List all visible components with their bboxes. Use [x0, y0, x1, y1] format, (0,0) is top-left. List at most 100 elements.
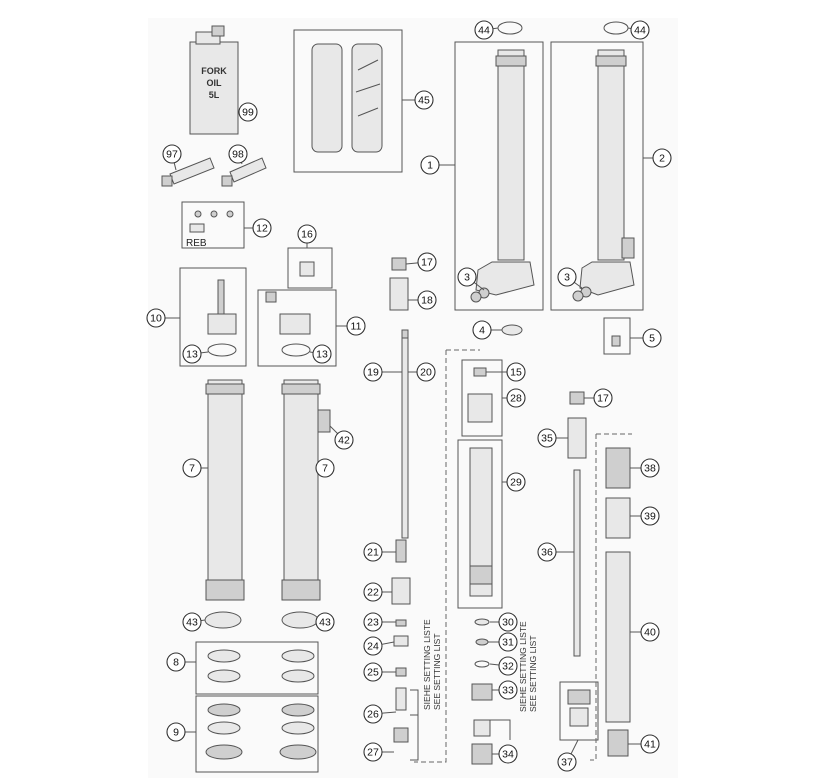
callout-number: 34: [502, 749, 514, 761]
callout-5: 5: [642, 328, 662, 348]
callout-1: 1: [420, 155, 440, 175]
callout-number: 8: [173, 657, 179, 669]
cap-assembly-right-box: [257, 289, 337, 367]
callout-circle: [498, 632, 518, 652]
sticker-kit-box: [293, 29, 403, 173]
callout-circle: [640, 506, 660, 526]
callout-42: 42: [334, 430, 354, 450]
callout-circle: [312, 344, 332, 364]
callout-circle: [182, 612, 202, 632]
callout-circle: [315, 458, 335, 478]
outer-tube-right-box: [550, 41, 644, 311]
piston-kit-37: [567, 689, 591, 727]
callout-number: 27: [367, 747, 379, 759]
callout-circle: [315, 612, 335, 632]
svg-text:SIEHE SETTING LISTE: SIEHE SETTING LISTE: [518, 621, 528, 712]
callout-number: 24: [367, 641, 379, 653]
callout-8: 8: [166, 652, 186, 672]
can-text-line-3: 5L: [209, 90, 220, 100]
callout-circle: [506, 472, 526, 492]
callout-circle: [537, 428, 557, 448]
callout-39: 39: [640, 506, 660, 526]
callout-number: 17: [597, 393, 609, 405]
callout-circle: [252, 218, 272, 238]
cap-assembly-left: [207, 279, 237, 357]
callout-10: 10: [146, 308, 166, 328]
callout-number: 99: [242, 107, 254, 119]
bracket-26-27: [410, 689, 419, 761]
callout-number: 35: [541, 433, 553, 445]
callout-circle: [238, 102, 258, 122]
bushing-kit-8: [207, 649, 315, 683]
callout-number: 28: [510, 393, 522, 405]
setting-note-right: SIEHE SETTING LISTE SEE SETTING LIST: [518, 621, 538, 712]
callout-30: 30: [498, 612, 518, 632]
callout-number: 29: [510, 477, 522, 489]
callout-number: 31: [502, 637, 514, 649]
callout-number: 23: [367, 617, 379, 629]
callout-28: 28: [506, 388, 526, 408]
callout-29: 29: [506, 472, 526, 492]
callout-4: 4: [472, 320, 492, 340]
protector-43-left: [204, 611, 242, 629]
callout-circle: [414, 90, 434, 110]
callout-97: 97: [162, 144, 182, 164]
callout-circle: [557, 267, 577, 287]
callout-9: 9: [166, 722, 186, 742]
callout-circle: [416, 362, 436, 382]
callout-circle: [506, 362, 526, 382]
callout-number: 21: [367, 547, 379, 559]
callout-19: 19: [363, 362, 383, 382]
callout-number: 1: [427, 160, 433, 172]
plug-4: [501, 324, 523, 336]
bleeder-screw-5: [611, 335, 621, 347]
callout-circle: [642, 328, 662, 348]
callout-3: 3: [557, 267, 577, 287]
outer-tube-right: [572, 49, 635, 302]
callout-number: 42: [338, 435, 350, 447]
callout-number: 15: [510, 367, 522, 379]
callout-circle: [557, 752, 577, 772]
callout-number: 43: [319, 617, 331, 629]
screw-kit-parts: [189, 210, 234, 233]
callout-circle: [630, 20, 650, 40]
base-valve-41: [607, 729, 629, 757]
callout-number: 11: [351, 321, 362, 333]
callout-number: 33: [502, 685, 514, 697]
callout-13: 13: [182, 344, 202, 364]
callout-circle: [640, 622, 660, 642]
valve-stack-column: [471, 618, 493, 765]
callout-number: 4: [479, 325, 485, 337]
callout-41: 41: [640, 734, 660, 754]
callout-13: 13: [312, 344, 332, 364]
callout-circle: [417, 252, 437, 272]
callout-circle: [334, 430, 354, 450]
outer-tube-left-box: [454, 41, 544, 311]
callout-20: 20: [416, 362, 436, 382]
callout-number: 20: [420, 367, 432, 379]
callout-circle: [498, 680, 518, 700]
callout-circle: [363, 662, 383, 682]
svg-text:SIEHE SETTING LISTE: SIEHE SETTING LISTE: [422, 619, 432, 710]
callout-2: 2: [652, 148, 672, 168]
callout-37: 37: [557, 752, 577, 772]
callout-18: 18: [417, 290, 437, 310]
seal-kit-9: [205, 703, 317, 760]
callout-34: 34: [498, 744, 518, 764]
callout-number: 13: [316, 349, 328, 361]
callout-circle: [363, 704, 383, 724]
callout-number: 10: [150, 313, 162, 325]
callout-circle: [363, 612, 383, 632]
callout-number: 7: [189, 463, 195, 475]
cap-assembly-left-box: [179, 267, 247, 367]
callout-circle: [162, 144, 182, 164]
callout-44: 44: [474, 20, 494, 40]
callout-17: 17: [593, 388, 613, 408]
part-16-box: [287, 247, 333, 289]
callout-number: 13: [186, 349, 198, 361]
inner-tube-right: [281, 379, 321, 601]
callout-circle: [498, 744, 518, 764]
callout-number: 98: [232, 149, 244, 161]
